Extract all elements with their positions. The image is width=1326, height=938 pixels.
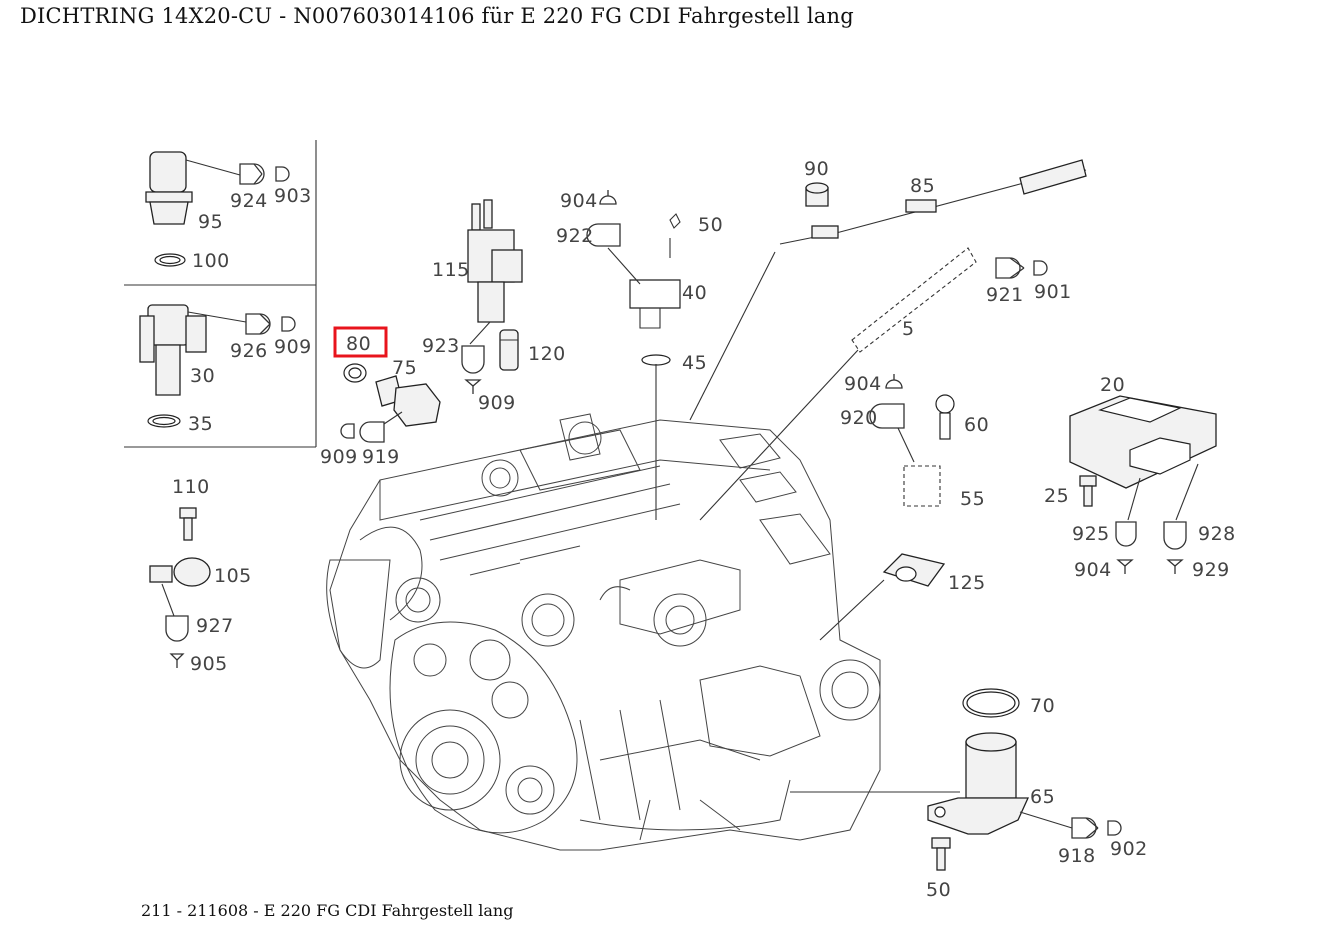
part-115-valve[interactable] [467, 199, 523, 345]
label-90[interactable]: 90 [804, 158, 829, 180]
part-120-cap[interactable] [499, 329, 519, 371]
part-25-bolt[interactable] [1079, 475, 1097, 507]
label-925[interactable]: 925 [1072, 523, 1110, 545]
part-60-screw[interactable] [935, 394, 955, 440]
part-70-seal-ring[interactable] [962, 688, 1020, 718]
label-901[interactable]: 901 [1034, 281, 1072, 303]
label-902[interactable]: 902 [1110, 838, 1148, 860]
label-80[interactable]: 80 [346, 333, 371, 355]
inset-frame [124, 140, 317, 448]
label-100[interactable]: 100 [192, 250, 230, 272]
part-20-control-unit[interactable] [1069, 395, 1217, 521]
page-title: DICHTRING 14X20-CU - N007603014106 für E… [20, 4, 854, 28]
part-125-gasket[interactable] [819, 553, 946, 641]
highlight-box-part-80 [333, 326, 388, 358]
engine-block [326, 413, 881, 851]
label-50-b[interactable]: 50 [926, 879, 951, 901]
label-927[interactable]: 927 [196, 615, 234, 637]
label-923[interactable]: 923 [422, 335, 460, 357]
label-903[interactable]: 903 [274, 185, 312, 207]
part-5-fuel-rail[interactable] [699, 247, 977, 521]
label-40[interactable]: 40 [682, 282, 707, 304]
label-922[interactable]: 922 [556, 225, 594, 247]
label-95[interactable]: 95 [198, 211, 223, 233]
part-65-oil-module[interactable] [790, 732, 1073, 835]
part-105-knock-sensor[interactable] [149, 557, 211, 617]
part-90-plug[interactable] [805, 182, 829, 207]
label-35[interactable]: 35 [188, 413, 213, 435]
label-30[interactable]: 30 [190, 365, 215, 387]
label-904-b[interactable]: 904 [844, 373, 882, 395]
part-80-sealing-ring[interactable] [343, 363, 367, 383]
label-5[interactable]: 5 [902, 318, 915, 340]
label-921[interactable]: 921 [986, 284, 1024, 306]
part-85-glow-cable[interactable] [689, 159, 1087, 421]
part-75-sensor[interactable] [375, 375, 441, 427]
label-904-a[interactable]: 904 [560, 190, 598, 212]
label-45[interactable]: 45 [682, 352, 707, 374]
label-919[interactable]: 919 [362, 446, 400, 468]
part-95-pressure-sensor[interactable] [145, 151, 241, 225]
label-85[interactable]: 85 [910, 175, 935, 197]
label-120[interactable]: 120 [528, 343, 566, 365]
label-909-b[interactable]: 909 [320, 446, 358, 468]
footer-caption: 211 - 211608 - E 220 FG CDI Fahrgestell … [141, 901, 514, 920]
part-100-o-ring[interactable] [154, 253, 186, 267]
part-50-bolt[interactable] [931, 837, 951, 871]
label-909[interactable]: 909 [274, 336, 312, 358]
label-115[interactable]: 115 [432, 259, 470, 281]
label-125[interactable]: 125 [948, 572, 986, 594]
part-labels: 924 903 95 100 926 909 30 35 80 75 909 9… [172, 158, 1236, 901]
label-909-c[interactable]: 909 [478, 392, 516, 414]
part-55-sensor[interactable] [897, 427, 941, 507]
label-918[interactable]: 918 [1058, 845, 1096, 867]
label-25[interactable]: 25 [1044, 485, 1069, 507]
label-60[interactable]: 60 [964, 414, 989, 436]
label-75[interactable]: 75 [392, 357, 417, 379]
label-905[interactable]: 905 [190, 653, 228, 675]
label-928[interactable]: 928 [1198, 523, 1236, 545]
label-920[interactable]: 920 [840, 407, 878, 429]
parts-40-45-50-injector-clamp[interactable] [607, 213, 681, 520]
label-65[interactable]: 65 [1030, 786, 1055, 808]
label-924[interactable]: 924 [230, 190, 268, 212]
part-110-bolt[interactable] [179, 507, 197, 541]
label-110[interactable]: 110 [172, 476, 210, 498]
label-904-c[interactable]: 904 [1074, 559, 1112, 581]
label-929[interactable]: 929 [1192, 559, 1230, 581]
label-70[interactable]: 70 [1030, 695, 1055, 717]
label-926[interactable]: 926 [230, 340, 268, 362]
label-105[interactable]: 105 [214, 565, 252, 587]
connector-symbols [165, 163, 1187, 839]
label-20[interactable]: 20 [1100, 374, 1125, 396]
part-30-sensor[interactable] [139, 304, 247, 396]
part-35-o-ring[interactable] [147, 414, 181, 428]
label-50-a[interactable]: 50 [698, 214, 723, 236]
label-55[interactable]: 55 [960, 488, 985, 510]
